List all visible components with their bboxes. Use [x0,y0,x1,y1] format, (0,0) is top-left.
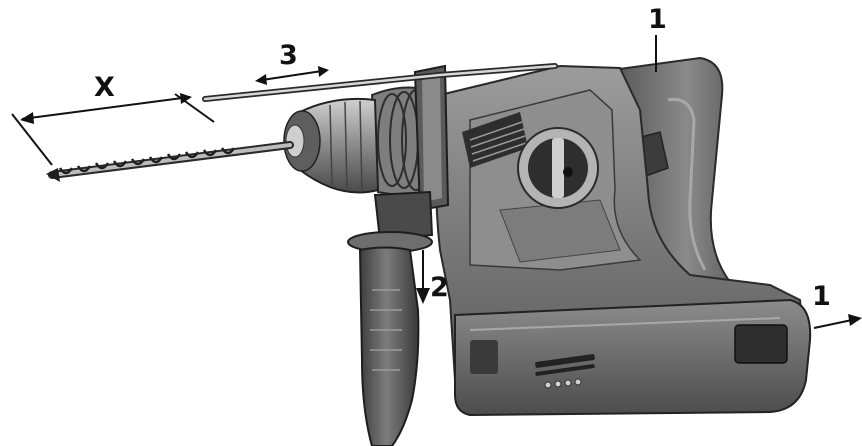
dimension-x: X [11,72,215,166]
battery-pack [454,298,812,417]
svg-text:2: 2 [430,272,449,303]
callout-2: 2 [416,250,449,304]
svg-text:1: 1 [648,4,667,35]
depth-rod [202,63,558,102]
svg-text:1: 1 [812,281,831,312]
side-handle [347,190,434,446]
depth-stop-clamp [413,64,450,212]
drill-bit [46,141,294,182]
callout-1-right: 1 [812,281,862,329]
chuck [283,97,380,194]
svg-text:3: 3 [279,40,298,71]
callout-1-top: 1 [648,4,667,72]
svg-text:X: X [94,72,115,103]
callout-3: 3 [255,40,329,85]
mode-selector-dial [517,127,599,209]
vent-grille [462,112,528,168]
